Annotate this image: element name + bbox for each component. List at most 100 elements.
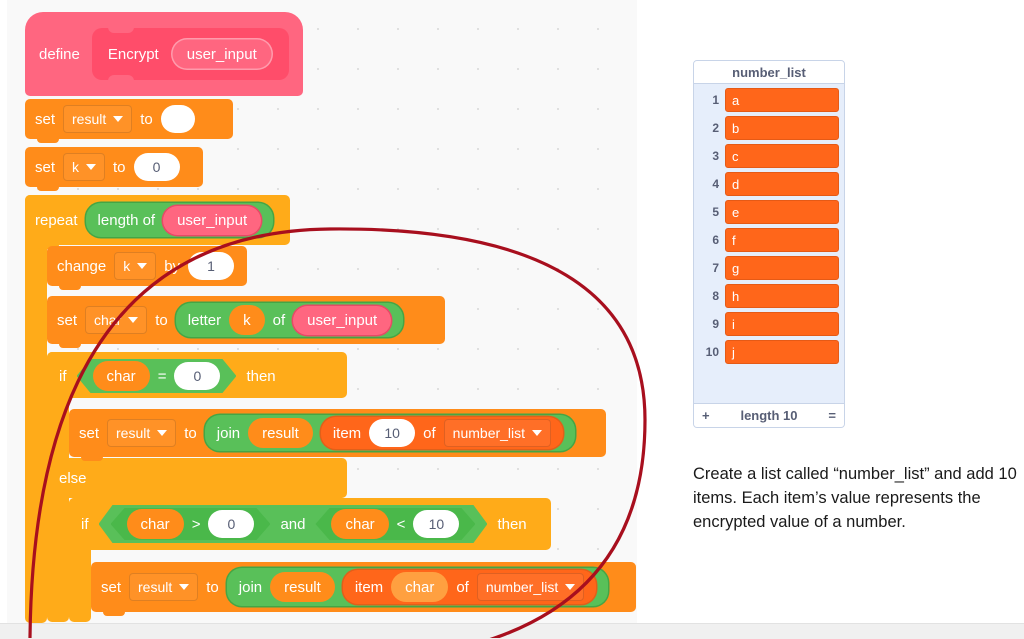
item-label: item	[354, 578, 384, 596]
list-item-value[interactable]: i	[725, 312, 839, 336]
block-workspace-canvas[interactable]: define Encrypt user_input set result to …	[7, 0, 637, 623]
list-item-value[interactable]: c	[725, 144, 839, 168]
list-item[interactable]: 4 d	[699, 172, 839, 196]
list-item-index: 3	[712, 149, 719, 163]
if-condition-row[interactable]: if char = 0 then	[59, 359, 276, 393]
join-label: join	[216, 424, 241, 442]
set-result-empty-block[interactable]: set result to	[25, 99, 233, 143]
variable-dropdown-result[interactable]: result	[129, 573, 199, 601]
letter-of-reporter[interactable]: letter k of user_input	[175, 303, 404, 337]
equals-boolean-block[interactable]: char = 0	[77, 359, 237, 393]
variable-dropdown-k[interactable]: k	[114, 252, 157, 280]
list-item-value[interactable]: h	[725, 284, 839, 308]
join-reporter[interactable]: join result item 10 of number_list	[204, 415, 576, 451]
arg-user-input-pill[interactable]: user_input	[293, 305, 392, 335]
define-keyword-label: define	[39, 45, 80, 63]
list-item-value[interactable]: b	[725, 116, 839, 140]
list-item[interactable]: 6 f	[699, 228, 839, 252]
add-list-item-button[interactable]: +	[702, 408, 710, 423]
and-boolean-block[interactable]: char > 0 and char < 10	[99, 505, 488, 543]
join-reporter[interactable]: join result item char of number_list	[226, 568, 609, 606]
item-of-list-reporter[interactable]: item char of number_list	[342, 570, 597, 604]
by-keyword-label: by	[164, 257, 181, 275]
list-item[interactable]: 1 a	[699, 88, 839, 112]
if-keyword-label: if	[59, 367, 67, 385]
set-keyword-label: set	[35, 158, 56, 176]
repeat-block-header[interactable]: repeat length of user_input	[25, 195, 290, 249]
value-input-zero[interactable]: 0	[208, 510, 254, 538]
list-item-index: 4	[712, 177, 719, 191]
of-label: of	[272, 311, 286, 329]
arg-result-pill[interactable]: result	[270, 572, 335, 602]
set-keyword-label: set	[79, 424, 100, 442]
variable-dropdown-char[interactable]: char	[85, 306, 148, 334]
define-hat-block[interactable]: define Encrypt user_input	[25, 12, 303, 96]
list-item[interactable]: 10 j	[699, 340, 839, 364]
list-item-index: 6	[712, 233, 719, 247]
custom-block-name-label: Encrypt	[107, 45, 159, 63]
list-item-value[interactable]: j	[725, 340, 839, 364]
length-of-reporter[interactable]: length of user_input	[85, 203, 274, 237]
chevron-down-icon	[532, 430, 543, 436]
arg-k-pill[interactable]: k	[229, 305, 265, 335]
index-input-10[interactable]: 10	[369, 419, 416, 447]
set-result-itemchar-block[interactable]: set result to join result item char of n…	[91, 562, 636, 616]
list-item[interactable]: 8 h	[699, 284, 839, 308]
value-input-zero[interactable]: 0	[174, 362, 220, 390]
value-input-zero[interactable]: 0	[133, 153, 180, 181]
less-than-boolean-block[interactable]: char < 10	[315, 508, 475, 540]
letter-label: letter	[187, 311, 222, 329]
custom-block-prototype[interactable]: Encrypt user_input	[91, 27, 289, 81]
set-result-item10-block[interactable]: set result to join result item 10 of num…	[69, 409, 606, 461]
chevron-down-icon	[113, 116, 124, 122]
list-monitor-footer: + length 10 =	[694, 403, 844, 427]
list-item-value[interactable]: e	[725, 200, 839, 224]
equals-operator-label: =	[157, 367, 167, 385]
inner-if-condition-row[interactable]: if char > 0 and char < 10 then	[81, 506, 527, 542]
change-k-block[interactable]: change k by 1	[47, 246, 247, 290]
arg-user-input-pill[interactable]: user_input	[163, 205, 262, 235]
variable-dropdown-label: k	[72, 159, 80, 175]
arg-char-pill[interactable]: char	[331, 509, 388, 539]
variable-dropdown-label: result	[138, 579, 173, 595]
join-label: join	[238, 578, 263, 596]
variable-dropdown-result[interactable]: result	[107, 419, 177, 447]
canvas-left-margin	[0, 0, 7, 623]
index-arg-char-pill[interactable]: char	[391, 572, 449, 602]
list-item-value[interactable]: d	[725, 172, 839, 196]
greater-than-boolean-block[interactable]: char > 0	[111, 508, 271, 540]
list-item[interactable]: 7 g	[699, 256, 839, 280]
list-item[interactable]: 9 i	[699, 312, 839, 336]
list-item[interactable]: 5 e	[699, 200, 839, 224]
item-of-list-reporter[interactable]: item 10 of number_list	[320, 417, 564, 449]
arg-char-pill[interactable]: char	[93, 361, 150, 391]
list-item[interactable]: 2 b	[699, 116, 839, 140]
value-input-empty[interactable]	[160, 105, 195, 133]
less-than-operator-label: <	[396, 515, 406, 533]
greater-than-operator-label: >	[191, 515, 201, 533]
variable-dropdown-k[interactable]: k	[63, 153, 106, 181]
list-item-value[interactable]: a	[725, 88, 839, 112]
arg-result-pill[interactable]: result	[248, 418, 313, 448]
repeat-c-left-arm	[25, 195, 47, 623]
list-dropdown-number-list[interactable]: number_list	[443, 419, 552, 447]
list-item-value[interactable]: g	[725, 256, 839, 280]
to-keyword-label: to	[184, 424, 197, 442]
value-input-10[interactable]: 10	[413, 510, 459, 538]
set-char-letter-block[interactable]: set char to letter k of user_input	[47, 296, 445, 348]
else-keyword-label: else	[59, 469, 87, 487]
custom-block-arg-user-input[interactable]: user_input	[170, 38, 273, 70]
if-keyword-label: if	[81, 515, 89, 533]
variable-dropdown-result[interactable]: result	[63, 105, 133, 133]
list-monitor-number-list[interactable]: number_list 1 a 2 b 3 c 4 d 5 e	[693, 60, 845, 428]
list-item-index: 10	[705, 345, 719, 359]
arg-char-pill[interactable]: char	[127, 509, 184, 539]
list-item-value[interactable]: f	[725, 228, 839, 252]
value-input-one[interactable]: 1	[188, 252, 235, 280]
set-k-zero-block[interactable]: set k to 0	[25, 147, 203, 191]
resize-handle-icon[interactable]: =	[828, 408, 836, 423]
repeat-keyword-label: repeat	[35, 211, 78, 229]
list-dropdown-number-list[interactable]: number_list	[476, 573, 585, 601]
list-monitor-title: number_list	[694, 61, 844, 84]
list-item[interactable]: 3 c	[699, 144, 839, 168]
